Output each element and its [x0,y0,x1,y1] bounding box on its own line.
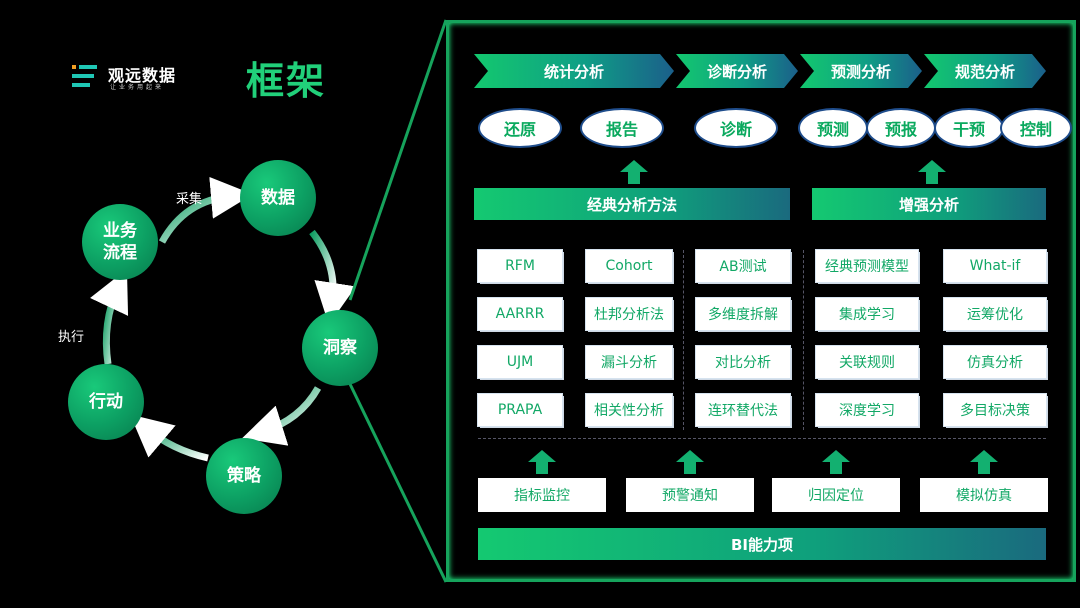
method-box: AB测试 [696,250,790,282]
arrow-process-data [158,176,253,244]
method-box: 深度学习 [816,394,918,426]
pill-predict: 预报 [866,108,936,148]
header-statistical: 统计分析 [474,54,674,88]
method-box: What-if [944,250,1046,282]
header-predictive: 预测分析 [800,54,922,88]
method-box: 相关性分析 [586,394,672,426]
up-arrow-icon [970,450,998,474]
pill-report: 报告 [580,108,664,148]
capability-box: 归因定位 [772,478,900,512]
pill-intervene: 干预 [934,108,1004,148]
framework-panel [446,20,1076,582]
separator [683,250,684,430]
capability-box: 模拟仿真 [920,478,1048,512]
method-box: 多维度拆解 [696,298,790,330]
method-box: 漏斗分析 [586,346,672,378]
header-diagnostic: 诊断分析 [676,54,798,88]
cycle-node-action: 行动 [68,364,144,440]
cycle-node-data: 数据 [240,160,316,236]
capability-box: 预警通知 [626,478,754,512]
bi-capability-bar: BI能力项 [478,528,1046,560]
method-box: 对比分析 [696,346,790,378]
method-box: 杜邦分析法 [586,298,672,330]
method-box: Cohort [586,250,672,282]
cycle-node-insight: 洞察 [302,310,378,386]
up-arrow-icon [676,450,704,474]
page-title: 框架 [246,59,327,103]
up-arrow-icon [918,160,946,184]
pill-forecast: 预测 [798,108,868,148]
method-box: 连环替代法 [696,394,790,426]
banner-classic-methods: 经典分析方法 [474,188,790,220]
label-collect: 采集 [176,192,203,207]
brand-name: 观远数据 [108,66,177,85]
cycle-node-strategy: 策略 [206,438,282,514]
label-execute: 执行 [58,330,85,345]
arrow-insight-strategy [241,386,322,446]
up-arrow-icon [620,160,648,184]
method-box: 经典预测模型 [816,250,918,282]
header-prescriptive: 规范分析 [924,54,1046,88]
brand-tagline: 让业务用起来 [110,84,165,91]
brand-logo: 观远数据 让业务用起来 [70,60,220,96]
method-box: UJM [478,346,562,378]
cycle-arrows [90,19,446,583]
panel-connector [348,19,446,583]
up-arrow-icon [822,450,850,474]
arrow-strategy-action [129,414,209,462]
logo-icon [72,65,97,87]
separator [803,250,804,430]
method-box: RFM [478,250,562,282]
pill-diagnose: 诊断 [694,108,778,148]
arrow-data-insight [309,229,356,325]
method-box: PRAPA [478,394,562,426]
pill-control: 控制 [1000,108,1072,148]
up-arrow-icon [528,450,556,474]
banner-enhanced-analysis: 增强分析 [812,188,1046,220]
method-box: 多目标决策 [944,394,1046,426]
capability-box: 指标监控 [478,478,606,512]
arrow-action-process [90,268,129,365]
method-box: 仿真分析 [944,346,1046,378]
cycle-node-process: 业务流程 [82,204,158,280]
method-box: 运筹优化 [944,298,1046,330]
separator [478,438,1046,439]
method-box: AARRR [478,298,562,330]
method-box: 关联规则 [816,346,918,378]
pill-restore: 还原 [478,108,562,148]
method-box: 集成学习 [816,298,918,330]
